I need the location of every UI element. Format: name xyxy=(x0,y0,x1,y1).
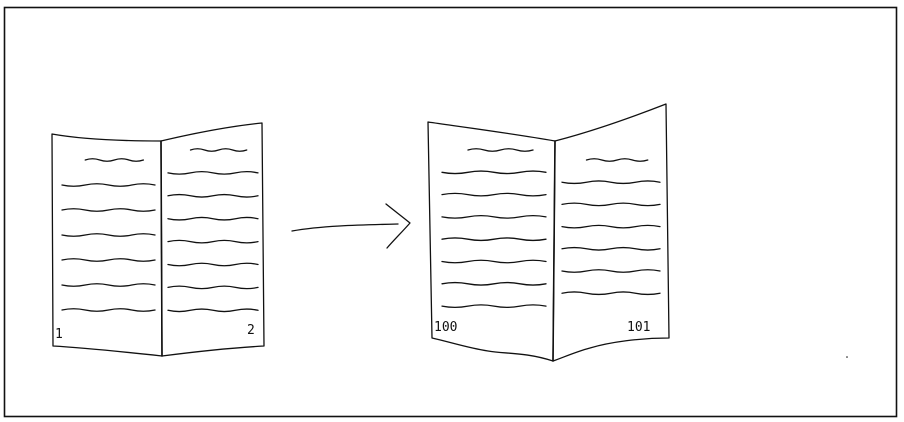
book-after-left-text-lines xyxy=(441,148,547,308)
book-before-right-text-line xyxy=(189,148,248,152)
book-before-right-text-line xyxy=(167,193,259,198)
book-after-left-text-line xyxy=(441,170,547,175)
book-after-left-text-line xyxy=(441,215,547,219)
book-before-left-text-line xyxy=(61,208,156,212)
right-arrow-icon xyxy=(291,203,411,249)
book-before-left-text-line xyxy=(84,158,145,162)
book-before-right-text-line xyxy=(167,171,259,175)
book-before-right-text-line xyxy=(167,308,259,313)
book-before-left-text-lines xyxy=(61,158,156,312)
book-before-spine xyxy=(160,140,163,357)
book-before-right-text-line xyxy=(167,239,259,244)
book-before-left-page-number: 1 xyxy=(55,327,63,342)
book-before-right-text-line xyxy=(167,285,259,290)
book-after-right-text-lines xyxy=(561,158,661,296)
book-after-left-text-line xyxy=(441,304,547,308)
book-before-left-text-line xyxy=(61,183,156,187)
book-after-right-text-line xyxy=(561,224,661,229)
book-before-left-text-line xyxy=(61,283,156,287)
book-before-right-text-line xyxy=(167,262,259,267)
book-after-left-text-line xyxy=(467,148,534,152)
book-after-left-text-line xyxy=(441,259,547,264)
book-after-right-text-line xyxy=(561,291,661,296)
book-after-left-page xyxy=(427,121,556,362)
book-after-right-page-number: 101 xyxy=(627,320,650,335)
book-after-left-text-line xyxy=(441,192,547,197)
book-before-right-page-number: 2 xyxy=(247,323,255,338)
book-before-right-page xyxy=(160,122,265,357)
book-after-left-text-line xyxy=(441,237,547,242)
book-after-spine xyxy=(552,140,556,362)
book-before-left-text-line xyxy=(61,308,156,312)
book-after-right-text-line xyxy=(561,202,661,207)
book-before-left-page xyxy=(51,133,163,357)
book-before-right-text-line xyxy=(167,216,259,221)
book-after xyxy=(427,103,670,362)
book-before-right-text-lines xyxy=(167,148,259,313)
book-before-left-text-line xyxy=(61,233,156,237)
book-after-right-text-line xyxy=(561,246,661,251)
book-after-right-text-line xyxy=(561,269,661,273)
book-after-left-page-number: 100 xyxy=(434,320,457,335)
book-before-left-text-line xyxy=(61,258,156,262)
diagram-frame xyxy=(3,6,898,418)
book-after-right-page xyxy=(552,103,670,362)
book-after-right-text-line xyxy=(561,180,661,185)
book-after-left-text-line xyxy=(441,281,547,286)
stray-ink-dot xyxy=(846,356,848,358)
book-before xyxy=(51,122,265,357)
book-after-right-text-line xyxy=(585,158,649,162)
